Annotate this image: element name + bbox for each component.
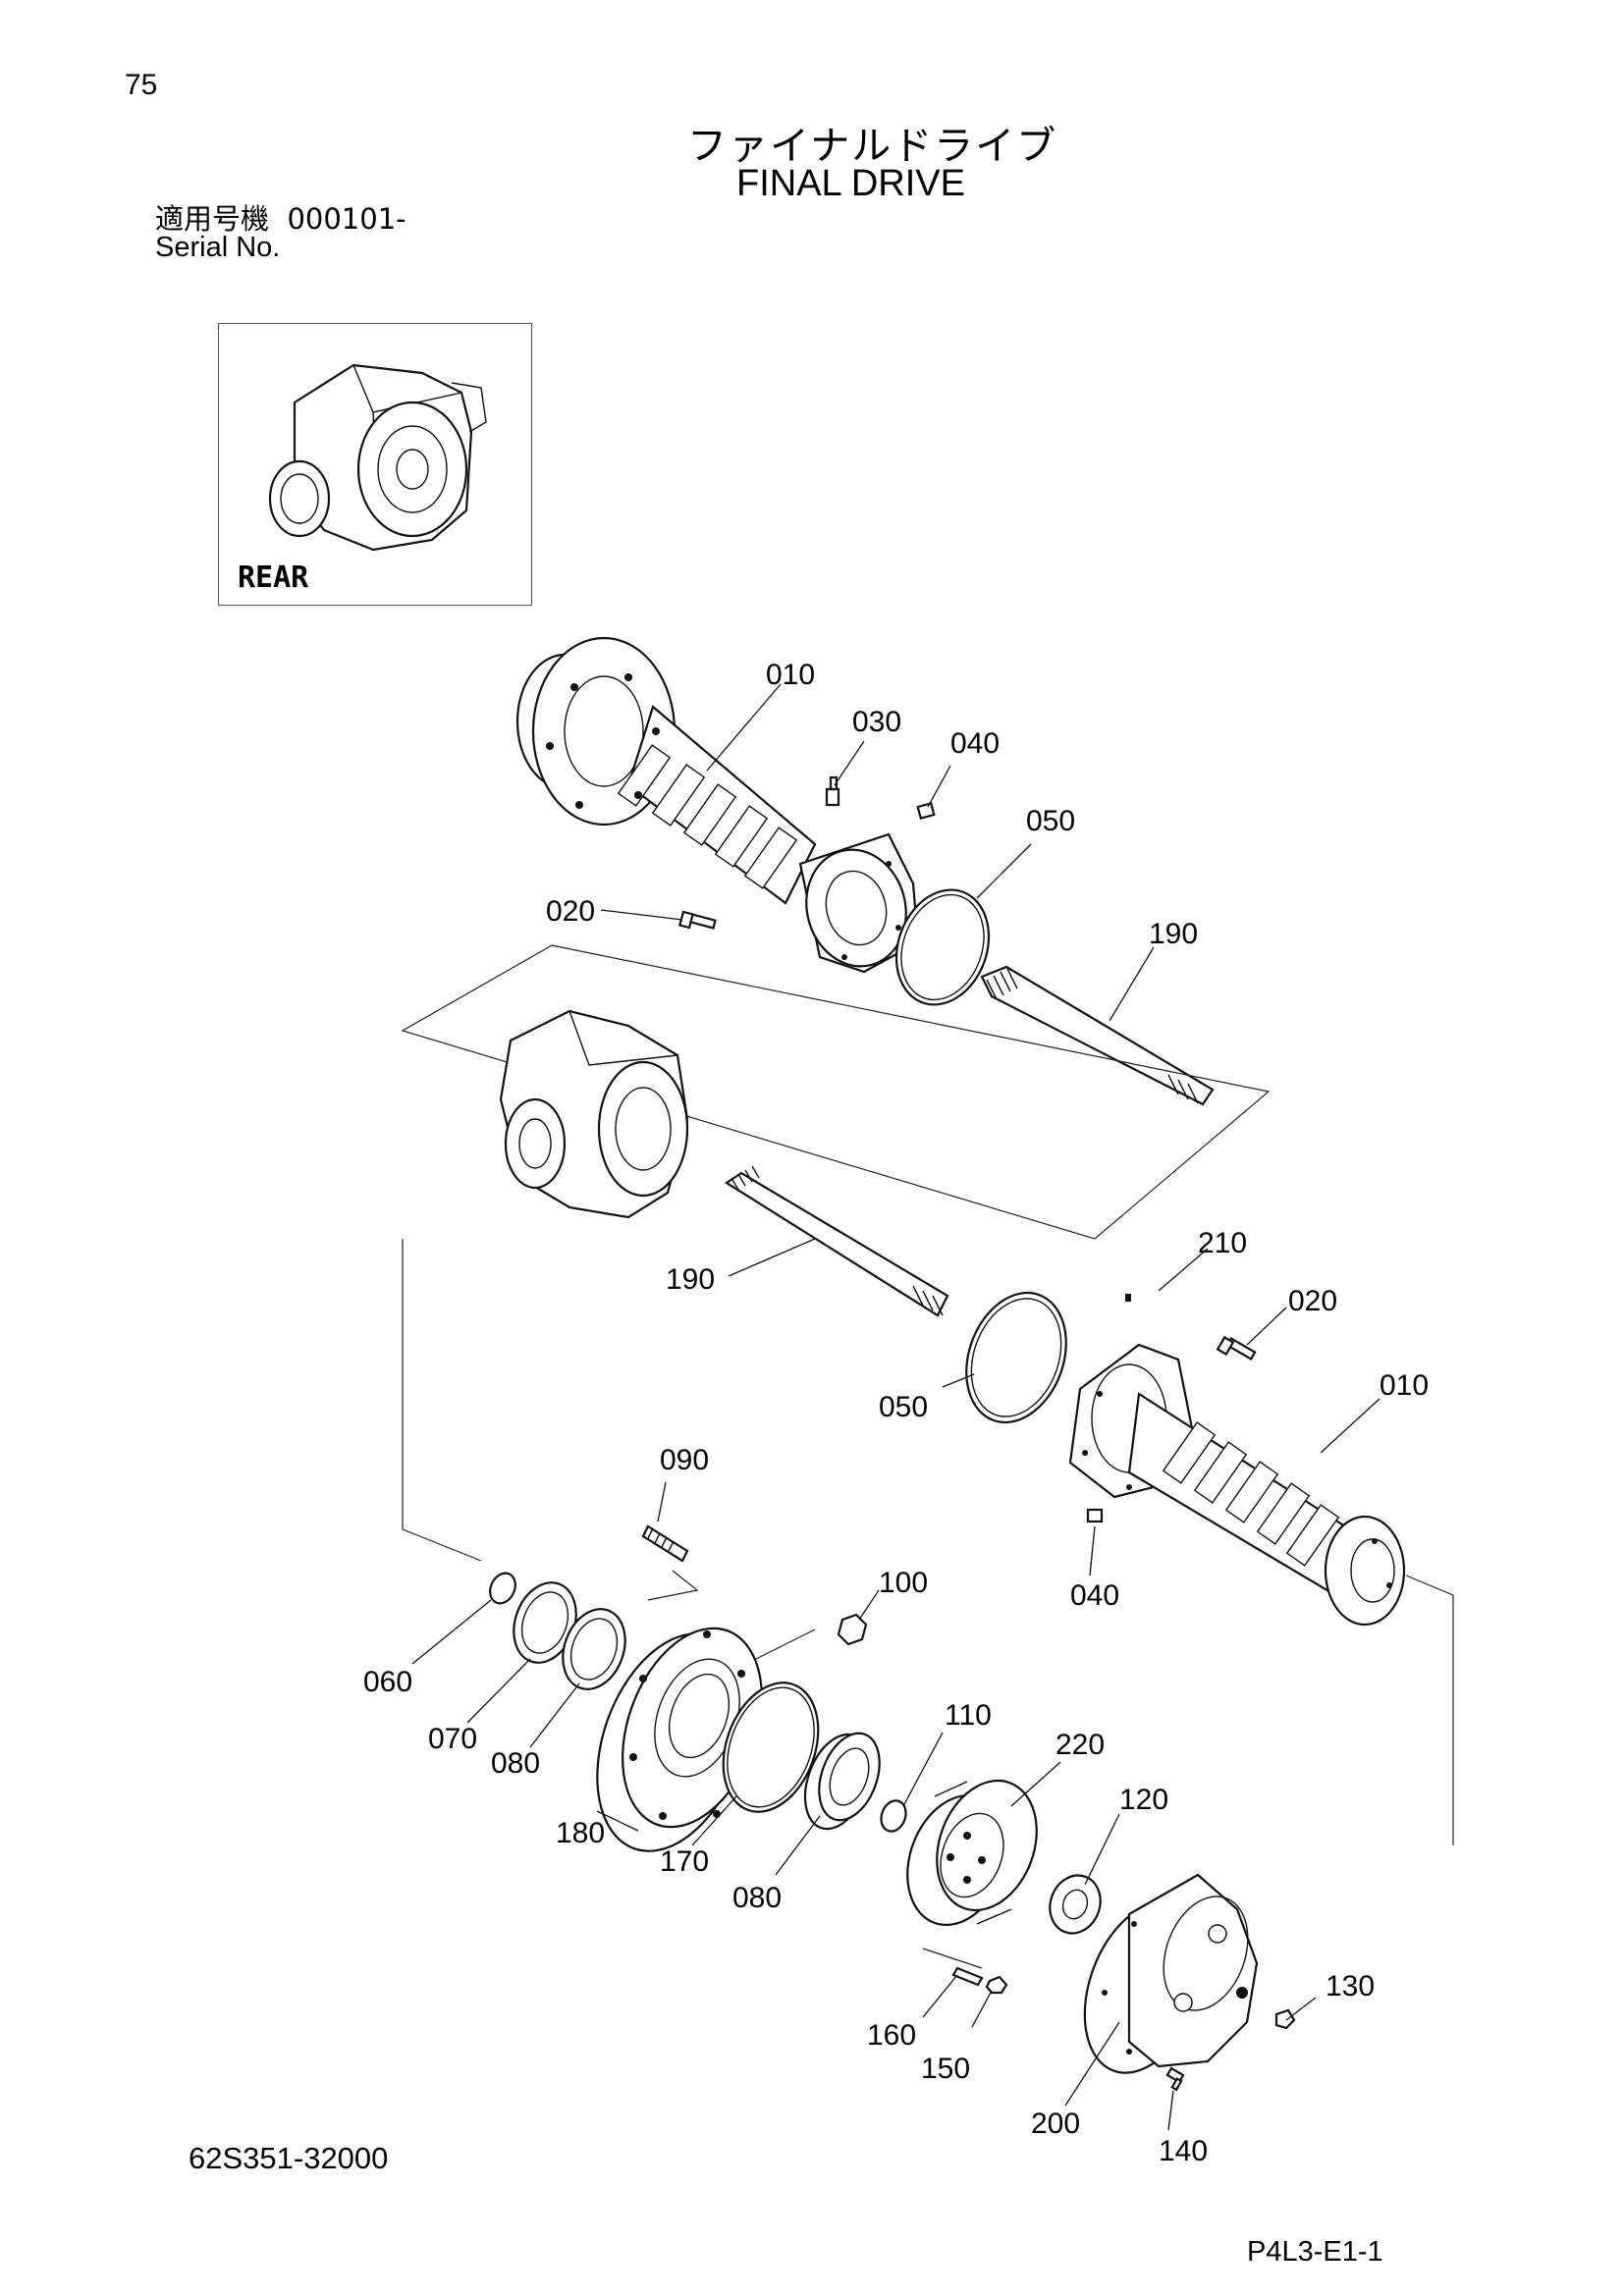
part-080-bearing-a (562, 1608, 626, 1690)
part-190-shaft-top (980, 965, 1215, 1106)
label-050-top: 050 (1026, 805, 1075, 837)
label-190-middle: 190 (666, 1263, 715, 1296)
page-code: P4L3-E1-1 (1247, 2236, 1383, 2268)
label-080-a: 080 (491, 1747, 540, 1780)
page-number: 75 (125, 69, 158, 101)
label-110: 110 (945, 1699, 992, 1732)
part-150-nut (985, 1975, 1008, 1995)
part-050-oring-top (894, 888, 991, 1006)
label-010-top: 010 (766, 659, 815, 691)
leader-lines (411, 683, 1380, 2131)
part-120-thrust-washer (1049, 1874, 1102, 1935)
label-160: 160 (867, 2019, 916, 2052)
label-030: 030 (852, 706, 901, 738)
label-010-right: 010 (1380, 1369, 1429, 1402)
inset-label-rear: REAR (238, 561, 309, 595)
differential-housing-drawing (499, 1009, 689, 1219)
assembly-guide-frame-bottom (402, 1239, 1454, 1845)
label-020-right: 020 (1288, 1285, 1337, 1317)
label-080-b: 080 (732, 1882, 782, 1914)
label-090: 090 (660, 1444, 709, 1476)
label-190-top: 190 (1149, 918, 1198, 950)
part-110-ring (880, 1799, 907, 1833)
label-020-top: 020 (546, 895, 595, 928)
label-220: 220 (1056, 1729, 1105, 1761)
part-220-planetary-carrier (906, 1779, 1038, 1927)
rear-inset-frame (218, 323, 532, 606)
part-050-oring-middle (965, 1291, 1067, 1424)
part-040-plug-top (916, 802, 936, 820)
serial-value: 000101- (287, 202, 406, 236)
part-040-plug-right (1086, 1508, 1104, 1523)
label-040-right: 040 (1070, 1579, 1119, 1612)
label-170: 170 (660, 1845, 709, 1878)
part-060-snap-ring (489, 1572, 516, 1605)
part-210-plug (1125, 1294, 1131, 1302)
label-200: 200 (1031, 2108, 1080, 2140)
drawing-number: 62S351-32000 (189, 2141, 389, 2175)
part-080-bearing-b (803, 1732, 881, 1831)
part-100-nut (837, 1613, 868, 1646)
label-100: 100 (879, 1567, 928, 1599)
part-200-cover (1083, 1873, 1259, 2074)
serial-label-japanese: 適用号機 000101- (155, 196, 406, 238)
axle-housing-top-drawing (515, 636, 920, 974)
serial-label-english: Serial No. (155, 232, 281, 263)
title-english: FINAL DRIVE (736, 163, 965, 204)
rear-housing-inset-drawing (268, 363, 487, 552)
label-130: 130 (1326, 1970, 1375, 2002)
part-020-bolt-right (1216, 1335, 1257, 1361)
part-090-stud (641, 1524, 689, 1563)
part-160-stud (951, 1966, 984, 1987)
label-140: 140 (1159, 2135, 1208, 2167)
part-130-plug (1274, 2008, 1296, 2030)
label-040-top: 040 (950, 727, 1000, 760)
assembly-guide-frame-top (401, 944, 1271, 1240)
part-020-bolt-top (678, 910, 717, 930)
label-120: 120 (1119, 1784, 1168, 1816)
title-japanese: ファイナルドライブ (687, 124, 1058, 169)
part-140-screw (1165, 2066, 1185, 2092)
label-150: 150 (921, 2053, 970, 2085)
axle-housing-right-drawing (1068, 1343, 1406, 1627)
part-170-oring (722, 1682, 820, 1813)
label-060: 060 (363, 1666, 412, 1698)
label-180: 180 (556, 1817, 605, 1849)
label-050-middle: 050 (879, 1391, 928, 1423)
label-210: 210 (1198, 1227, 1247, 1259)
serial-label-jp-text: 適用号機 (155, 202, 270, 236)
label-070: 070 (428, 1723, 477, 1755)
part-190-shaft-middle (724, 1165, 949, 1317)
